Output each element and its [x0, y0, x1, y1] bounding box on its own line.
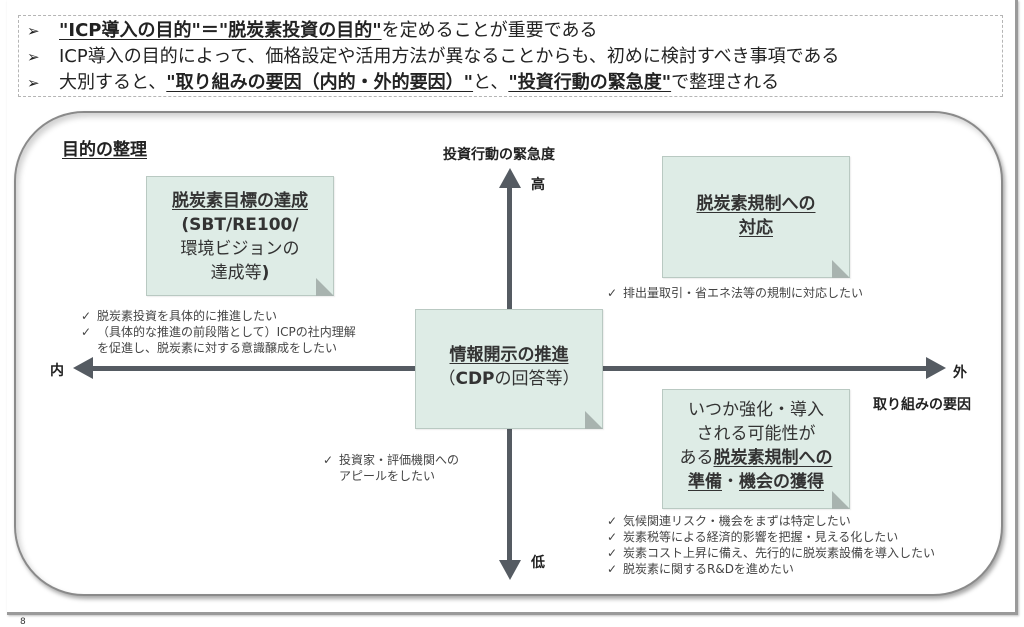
note-line: 達成等)	[147, 261, 333, 285]
arrow-up-icon	[499, 168, 521, 188]
check-text: を促進し、脱炭素に対する意識醸成をしたい	[97, 341, 338, 355]
check-icon: ✓	[607, 562, 618, 576]
check-icon: ✓	[607, 530, 618, 544]
note-line: ある脱炭素規制への	[663, 446, 849, 470]
check-text: 炭素税等による経済的影響を把握・見える化したい	[623, 530, 899, 544]
summary-box: ➢ "ICP導入の目的"＝"脱炭素投資の目的"を定めることが重要である ➢ ICP導…	[18, 15, 1003, 97]
check-icon: ✓	[607, 514, 618, 528]
note-line: される可能性が	[696, 424, 816, 444]
note-fold-corner	[585, 411, 603, 429]
arrow-right-icon	[926, 357, 946, 379]
checklist-top-right: ✓ 排出量取引・省エネ法等の規制に対応したい	[607, 285, 863, 301]
arrow-bullet-icon: ➢	[27, 22, 40, 40]
note-regulation-response: 脱炭素規制への 対応	[662, 156, 850, 278]
summary-text: と、	[473, 72, 509, 93]
note-line: 準備・機会の獲得	[663, 470, 849, 494]
note-fold-corner	[316, 278, 334, 296]
check-text: 脱炭素に関するR&Dを進めたい	[623, 562, 794, 576]
vertical-axis-low: 低	[531, 555, 545, 571]
note-text: 達成等	[210, 263, 262, 283]
note-text: （	[438, 369, 456, 389]
summary-text: ICP導入の目的によって、価格設定や活用方法が異なることからも、初めに検討すべき…	[59, 46, 840, 67]
check-icon: ✓	[323, 453, 334, 467]
check-icon: ✓	[607, 286, 618, 300]
note-text: 機会の獲得	[739, 472, 824, 492]
check-text: 気候関連リスク・機会をまずは特定したい	[623, 514, 851, 528]
arrow-bullet-icon: ➢	[27, 48, 40, 66]
horizontal-axis-left: 内	[50, 363, 64, 379]
vertical-axis-title: 投資行動の緊急度	[443, 147, 555, 163]
note-text: CDP	[455, 369, 495, 389]
check-item: ✓ 炭素税等による経済的影響を把握・見える化したい	[607, 529, 935, 545]
note-disclosure: 情報開示の推進 （CDPの回答等）	[415, 309, 603, 429]
check-item-continuation: を促進し、脱炭素に対する意識醸成をしたい	[81, 340, 356, 356]
summary-emph: "ICP導入の目的"＝"脱炭素投資の目的"	[59, 20, 382, 41]
note-line: （CDPの回答等）	[416, 367, 602, 391]
check-item: ✓ 脱炭素に関するR&Dを進めたい	[607, 561, 935, 577]
note-fold-corner	[832, 491, 850, 509]
note-text: ・	[722, 472, 739, 492]
horizontal-axis-title: 取り組みの要因	[873, 397, 971, 413]
note-decarbonization-target: 脱炭素目標の達成 (SBT/RE100/ 環境ビジョンの 達成等)	[146, 176, 334, 296]
note-line: いつか強化・導入	[688, 400, 824, 420]
checklist-bottom-right: ✓ 気候関連リスク・機会をまずは特定したい ✓ 炭素税等による経済的影響を把握・見え…	[607, 513, 935, 577]
check-item: ✓ 炭素コスト上昇に備え、先行的に脱炭素設備を導入したい	[607, 545, 935, 561]
check-item: ✓ （具体的な推進の前段階として）ICPの社内理解	[81, 324, 356, 340]
arrow-down-icon	[499, 560, 521, 580]
note-line: (SBT/RE100/	[181, 215, 299, 235]
note-title: 情報開示の推進	[449, 345, 569, 365]
check-item-continuation: アピールをしたい	[323, 468, 459, 484]
summary-text: で整理される	[671, 72, 780, 93]
arrow-left-icon	[73, 357, 93, 379]
horizontal-axis-right: 外	[953, 365, 967, 381]
check-item: ✓ 脱炭素投資を具体的に推進したい	[81, 308, 356, 324]
note-text: ある	[679, 448, 714, 468]
summary-line-1: ➢ "ICP導入の目的"＝"脱炭素投資の目的"を定めることが重要である	[27, 18, 1002, 44]
note-text: )	[261, 263, 270, 283]
summary-text: 大別すると、	[59, 72, 167, 93]
check-item: ✓ 気候関連リスク・機会をまずは特定したい	[607, 513, 935, 529]
note-regulation-preparation: いつか強化・導入 される可能性が ある脱炭素規制への 準備・機会の獲得	[662, 389, 850, 509]
check-text: （具体的な推進の前段階として）ICPの社内理解	[97, 325, 356, 339]
page-number: 8	[20, 617, 26, 627]
checklist-bottom-center: ✓ 投資家・評価機関への アピールをしたい	[323, 452, 459, 484]
check-item: ✓ 排出量取引・省エネ法等の規制に対応したい	[607, 285, 863, 301]
note-fold-corner	[832, 260, 850, 278]
note-title: 脱炭素規制への	[696, 194, 816, 214]
arrow-bullet-icon: ➢	[27, 74, 40, 92]
section-title: 目的の整理	[62, 140, 147, 160]
summary-emph: "投資行動の緊急度"	[508, 72, 672, 93]
note-text: の回答等）	[494, 369, 580, 389]
check-text: 炭素コスト上昇に備え、先行的に脱炭素設備を導入したい	[623, 546, 936, 560]
vertical-axis-high: 高	[531, 177, 545, 193]
check-icon: ✓	[607, 546, 618, 560]
note-text: 脱炭素規制への	[713, 448, 833, 468]
note-text: 準備	[688, 472, 722, 492]
check-item: ✓ 投資家・評価機関への	[323, 452, 459, 468]
check-icon: ✓	[81, 309, 92, 323]
check-icon: ✓	[81, 325, 92, 339]
check-text: 投資家・評価機関への	[339, 453, 460, 467]
note-title: 対応	[739, 218, 773, 238]
check-text: 排出量取引・省エネ法等の規制に対応したい	[623, 286, 864, 300]
summary-line-2: ➢ ICP導入の目的によって、価格設定や活用方法が異なることからも、初めに検討すべ…	[27, 44, 1002, 70]
checklist-top-left: ✓ 脱炭素投資を具体的に推進したい ✓ （具体的な推進の前段階として）ICPの社内理…	[81, 308, 356, 356]
summary-text: を定めることが重要である	[381, 20, 598, 41]
check-text: アピールをしたい	[339, 469, 436, 483]
summary-line-3: ➢ 大別すると、"取り組みの要因（内的・外的要因）"と、"投資行動の緊急度"で整理…	[27, 70, 1002, 96]
note-title: 脱炭素目標の達成	[172, 191, 308, 211]
note-line: 環境ビジョンの	[180, 239, 300, 259]
summary-emph: "取り組みの要因（内的・外的要因）"	[166, 72, 474, 93]
check-text: 脱炭素投資を具体的に推進したい	[97, 309, 278, 323]
